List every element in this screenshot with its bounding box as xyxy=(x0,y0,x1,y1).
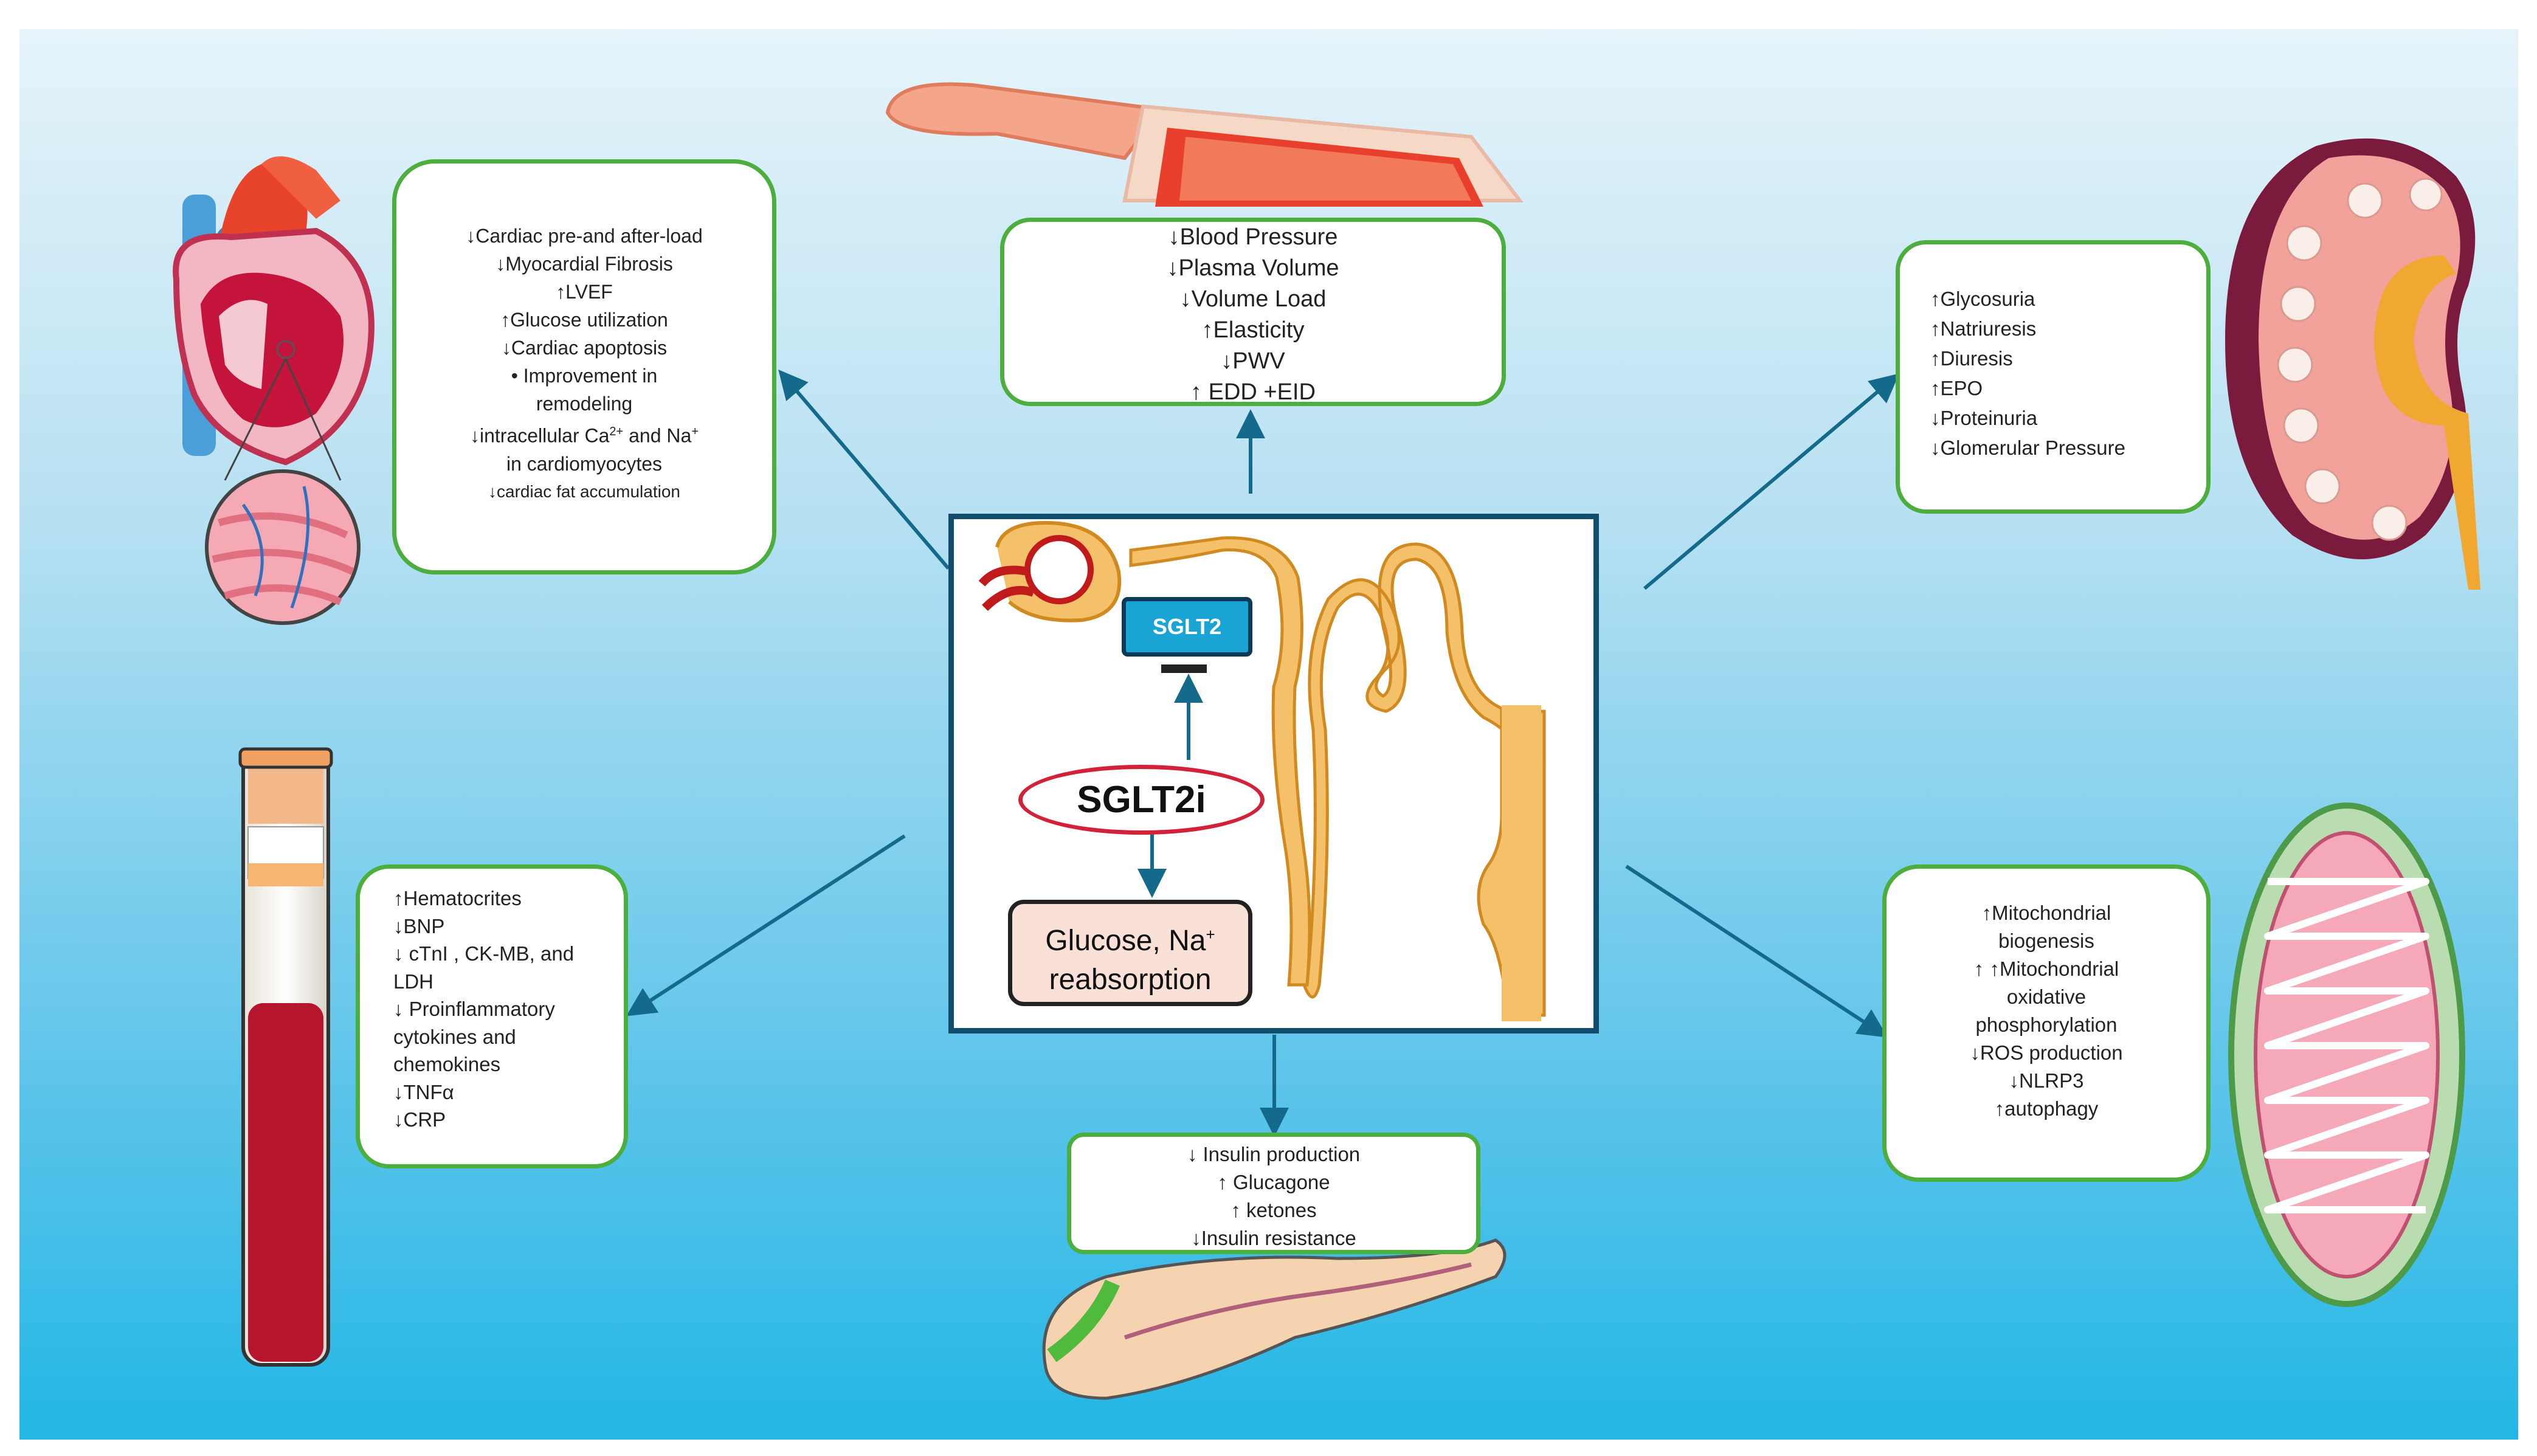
kidney-effects-box: ↑Glycosuria ↑Natriuresis ↑Diuresis ↑EPO … xyxy=(1896,240,2211,514)
pancreas-effects-box: ↓ Insulin production ↑ Glucagone ↑ keton… xyxy=(1067,1133,1480,1254)
blood-tube-icon xyxy=(238,747,333,1367)
arrow-to-heart xyxy=(778,369,950,570)
sglt2-transporter-label: SGLT2 xyxy=(1122,597,1252,657)
heart-effects-box: ↓Cardiac pre-and after-load ↓Myocardial … xyxy=(392,159,776,574)
heart-icon xyxy=(173,156,375,481)
arrow-to-mito xyxy=(1625,864,1888,1038)
blood-vessel-icon xyxy=(885,82,1524,207)
myocardium-icon xyxy=(205,469,361,625)
sglt2i-drug-label: SGLT2i xyxy=(1018,765,1265,835)
mitochondria-icon xyxy=(2228,802,2465,1307)
arrows xyxy=(626,369,1900,1137)
blood-effects-box: ↑Hematocrites ↓BNP ↓ cTnI , CK-MB, and L… xyxy=(356,864,628,1168)
kidney-icon xyxy=(2225,138,2480,590)
mitochondria-effects-box: ↑Mitochondrial biogenesis ↑ ↑Mitochondri… xyxy=(1882,864,2211,1182)
arrow-to-kidney xyxy=(1643,373,1900,590)
arrow-to-blood xyxy=(626,834,906,1016)
pancreas-icon xyxy=(1042,1238,1507,1400)
glucose-reabsorption-box: Glucose, Na+ reabsorption xyxy=(1008,900,1252,1006)
vessel-effects-box: ↓Blood Pressure ↓Plasma Volume ↓Volume L… xyxy=(1000,218,1506,406)
nephron-icon xyxy=(978,520,1546,1021)
